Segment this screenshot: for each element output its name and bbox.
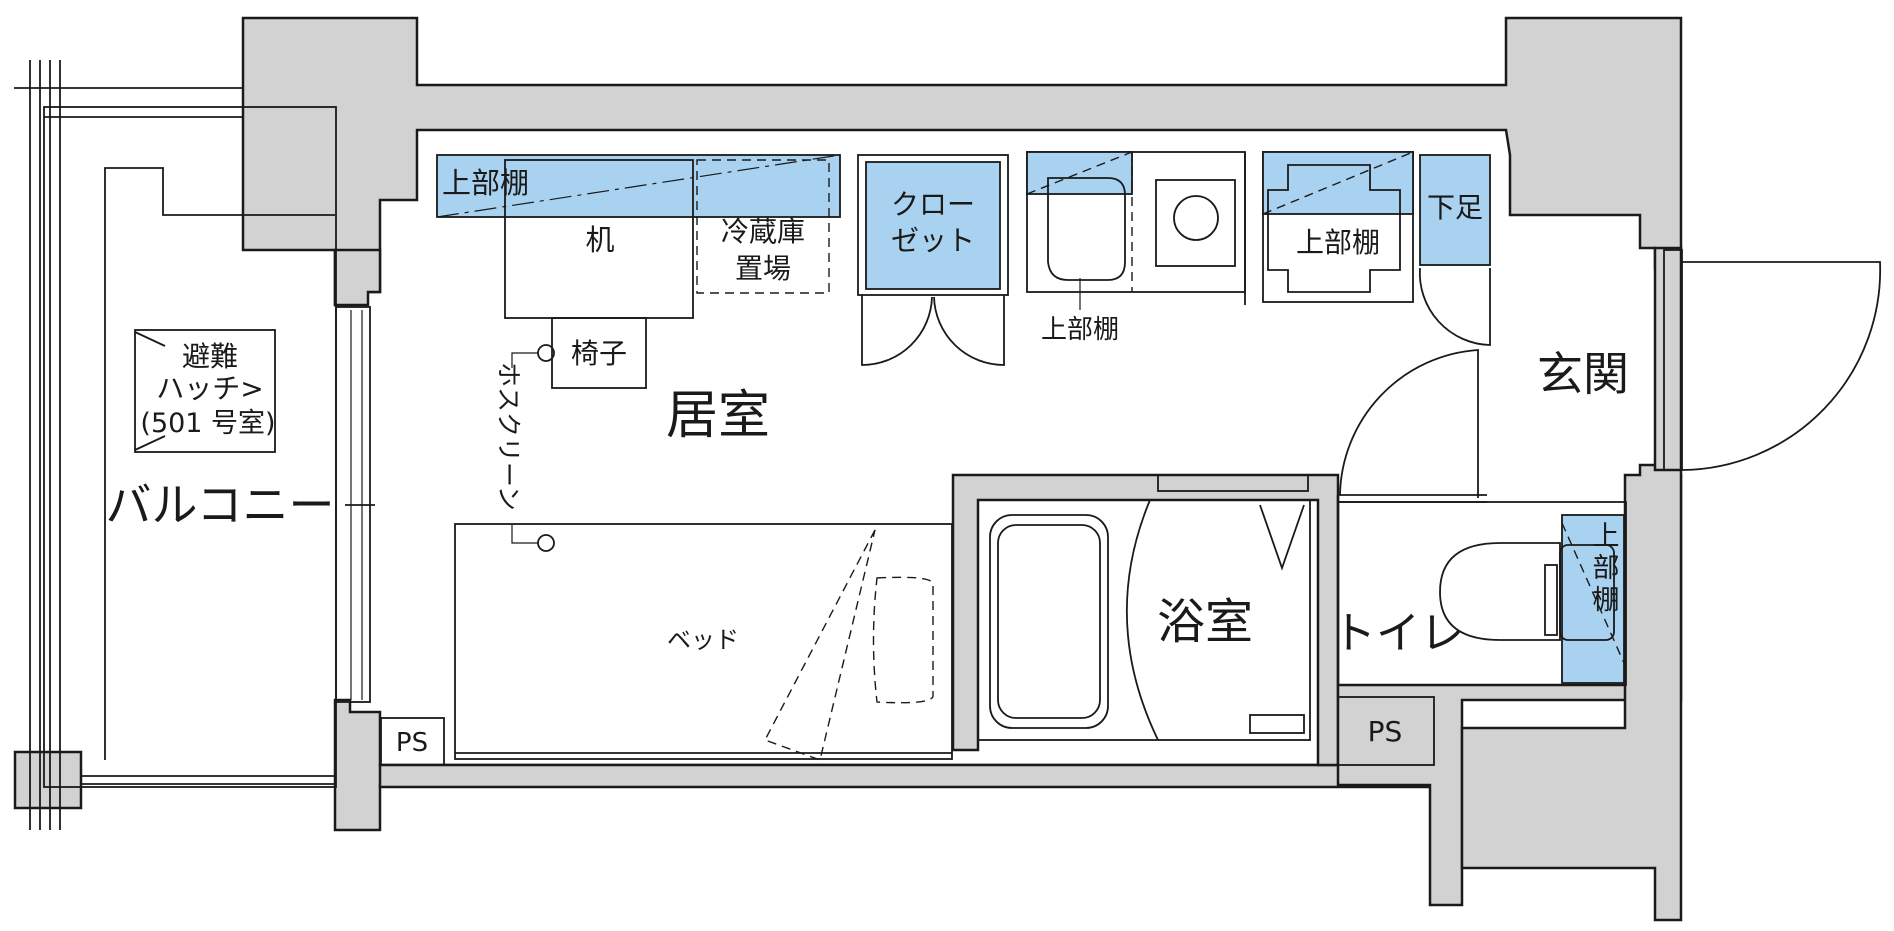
upper-shelf-desk-label: 上部棚 — [442, 166, 529, 200]
bathroom-label: 浴室 — [1157, 594, 1253, 650]
bath-vent — [1259, 504, 1305, 571]
entrance-jamb — [1653, 246, 1683, 472]
ps-right-label: PS — [1368, 715, 1403, 748]
washer-shelf-label: 上部棚 — [1296, 226, 1380, 259]
toilet: トイレ 上 部 棚 PS — [1332, 501, 1627, 766]
toilet-shelf-label-2: 部 — [1593, 553, 1620, 584]
closet-label-line2: ゼット — [891, 224, 975, 257]
entrance: 玄関 — [1338, 249, 1882, 503]
balcony-area: 避難 ハッチ> (501 号室) バルコニー — [14, 60, 337, 830]
bed-blanket-fold — [764, 529, 876, 761]
hoscreen-line-top — [511, 352, 538, 368]
chair-label: 椅子 — [571, 337, 627, 370]
ps-left — [380, 717, 445, 766]
hatch-label-line2: ハッチ> — [156, 372, 263, 405]
hatch-label-line3: (501 号室) — [140, 408, 275, 439]
entrance-label: 玄関 — [1537, 347, 1629, 401]
kitchen: 上部棚 — [1026, 151, 1246, 345]
closet-door-left — [861, 295, 933, 366]
fridge-label-line1: 冷蔵庫 — [721, 215, 805, 248]
closet-label-line1: クロー — [891, 188, 975, 221]
shoe-box-label: 下足 — [1427, 191, 1483, 224]
bottom-wall — [378, 763, 1432, 789]
balcony-label: バルコニー — [105, 478, 334, 532]
evacuation-hatch — [134, 329, 276, 453]
hoscreen-label: ホスクリーン — [494, 362, 523, 511]
toilet-shelf-label-3: 棚 — [1593, 585, 1620, 616]
bath-drain — [1249, 714, 1305, 734]
hoscreen-hook-bottom — [537, 534, 555, 552]
balcony-post — [13, 750, 83, 810]
chair — [551, 317, 647, 389]
bathroom: 浴室 — [977, 474, 1311, 741]
washer-drain — [1173, 195, 1219, 241]
desk-label: 机 — [585, 223, 614, 257]
balcony-window — [335, 306, 375, 703]
hatch-label-line1: 避難 — [182, 340, 238, 373]
closet-frame — [857, 154, 1009, 296]
toilet-seat-edge — [1544, 564, 1558, 636]
bed-pillow — [872, 576, 934, 704]
bed-label: ベッド — [667, 626, 739, 654]
bathroom-walls — [951, 473, 1340, 767]
left-wall-upper — [333, 248, 382, 307]
toilet-shelf-label-1: 上 — [1593, 521, 1620, 552]
shoe-box-door — [1418, 267, 1491, 346]
entrance-door-frame — [1663, 249, 1683, 471]
fridge-label-line2: 置場 — [735, 252, 791, 285]
hall-door — [1339, 349, 1479, 498]
toilet-room — [1337, 501, 1627, 686]
closet-interior — [865, 161, 1001, 290]
shoe-box — [1419, 154, 1491, 266]
ps-left-label: PS — [396, 728, 428, 758]
entrance-door-swing — [1681, 261, 1882, 471]
closet-door-right — [933, 295, 1005, 366]
living-room: 上部棚 机 椅子 冷蔵庫 置場 ホスクリーン 居室 ベッド PS — [380, 154, 953, 766]
entrance-storage: 上部棚 下足 — [1262, 151, 1491, 346]
washer-shelf-diagonal — [1262, 151, 1414, 215]
kitchen-shelf-diagonal — [1026, 151, 1133, 195]
hoscreen-line-bottom — [511, 525, 538, 544]
toilet-shelf-diagonal — [1561, 522, 1625, 664]
toilet-bowl — [1439, 542, 1561, 641]
bathtub-outer — [989, 514, 1109, 729]
hatch-mark-2 — [134, 435, 166, 451]
bathtub-curve — [1126, 499, 1159, 741]
living-room-label: 居室 — [666, 386, 770, 446]
bathtub-inner — [997, 524, 1101, 719]
washer-pan — [1155, 179, 1236, 267]
hatch-mark-1 — [134, 331, 166, 347]
toilet-tank — [1559, 544, 1615, 641]
washer-unit — [1267, 164, 1401, 293]
closet: クロー ゼット — [857, 154, 1009, 366]
bed — [454, 523, 953, 760]
kitchen-sink — [1047, 177, 1126, 281]
toilet-label: トイレ — [1332, 608, 1464, 659]
ps-right — [1337, 696, 1435, 766]
bathroom-window — [1157, 474, 1309, 492]
balcony-inner-line — [104, 167, 335, 760]
fridge-space — [696, 159, 830, 294]
bathroom-floor — [977, 499, 1311, 741]
kitchen-shelf-label: 上部棚 — [1041, 315, 1119, 345]
